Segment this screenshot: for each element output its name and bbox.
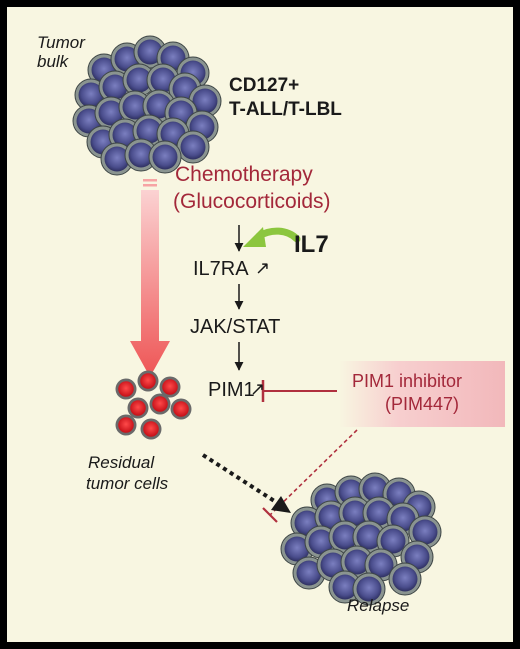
il7-binding-arrow [243, 227, 301, 247]
residual-label-2: tumor cells [86, 474, 169, 493]
relapse-cluster [280, 472, 442, 606]
tumor-bulk-label: Tumor [37, 33, 85, 52]
il7ra-label: IL7RA [193, 258, 249, 280]
pim1-upregulated-arrow: ↗ [250, 379, 266, 399]
jakstat-label: JAK/STAT [190, 316, 281, 338]
inhibition-lines [261, 380, 358, 523]
residual-cell-icon [149, 393, 171, 415]
relapse-cell-icon [408, 515, 442, 549]
il7-label: IL7 [294, 231, 329, 258]
subtype-label: CD127+ [229, 75, 300, 96]
tumor-bulk-cluster [72, 35, 222, 176]
pim1-inhibitor-box [339, 361, 505, 427]
residual-cell-icon [127, 397, 149, 419]
relapse-cell-icon [352, 572, 386, 606]
relapse-arrow [201, 453, 291, 513]
tumor-cell-icon [124, 138, 158, 172]
residual-label: Residual [88, 453, 155, 472]
tumor-cell-icon [122, 63, 156, 97]
il7ra-upregulated-arrow: ↗ [255, 258, 271, 278]
residual-cluster [115, 370, 192, 440]
relapse-cell-icon [340, 545, 374, 579]
tumor-cell-icon [176, 130, 210, 164]
pathway-diagram [72, 35, 442, 606]
chemotherapy-label: Chemotherapy [175, 163, 313, 186]
residual-cell-icon [137, 370, 159, 392]
chemo-effect-arrow [130, 179, 170, 377]
relapse-cell-icon [388, 562, 422, 596]
diagram-panel: Tumor bulk CD127+ T-ALL/T-LBL Chemothera… [7, 7, 513, 642]
relapse-label: Relapse [347, 596, 410, 615]
residual-cell-icon [140, 418, 162, 440]
residual-cell-icon [170, 398, 192, 420]
residual-cell-icon [115, 414, 137, 436]
pim1-inhibitor-label: PIM1 inhibitor [352, 371, 463, 391]
pim447-label: (PIM447) [385, 394, 460, 414]
residual-cell-icon [115, 378, 137, 400]
glucocorticoids-label: (Glucocorticoids) [173, 190, 331, 213]
pim1-label: PIM1 [208, 379, 255, 401]
subtype-label-2: T-ALL/T-LBL [229, 99, 342, 120]
tumor-bulk-label-2: bulk [37, 52, 69, 71]
residual-cell-icon [159, 376, 181, 398]
relapse-cell-icon [328, 520, 362, 554]
tumor-cell-icon [148, 140, 182, 174]
